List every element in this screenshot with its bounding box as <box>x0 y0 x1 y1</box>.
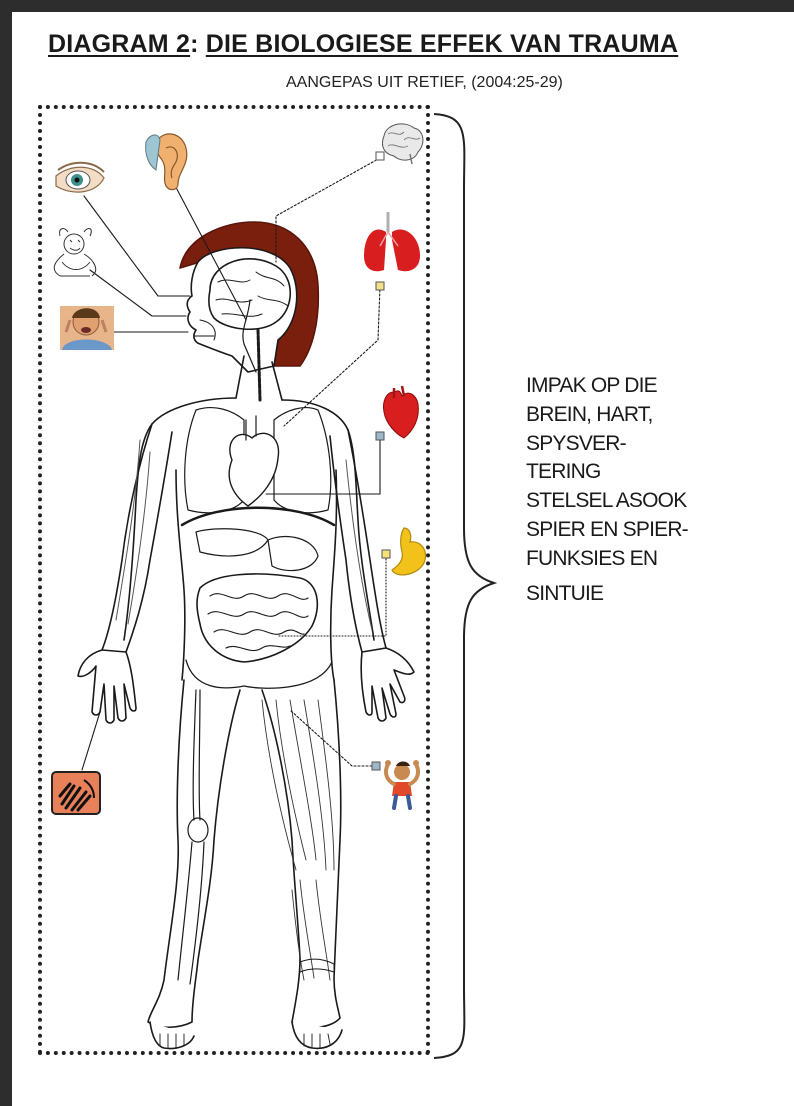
right-hand <box>361 648 414 721</box>
left-hand <box>78 650 136 723</box>
ear-icon <box>146 134 187 190</box>
connector-eye <box>84 196 190 296</box>
eye-icon <box>56 163 104 192</box>
strong-child-icon <box>385 760 419 808</box>
lungs-icon <box>364 212 420 271</box>
stomach-icon <box>392 528 426 575</box>
sketch-figure-icon <box>54 229 95 276</box>
connector-hand <box>82 712 100 770</box>
intestines-outline <box>197 574 317 662</box>
touch-hand-icon <box>52 772 100 814</box>
connector-heart <box>266 440 380 494</box>
connector-child <box>290 710 372 766</box>
left-arm <box>102 424 172 652</box>
right-arm <box>330 430 386 652</box>
heart-icon <box>383 386 418 438</box>
heart-outline <box>229 433 278 506</box>
face-icon <box>60 306 114 350</box>
brain-icon <box>382 124 422 164</box>
